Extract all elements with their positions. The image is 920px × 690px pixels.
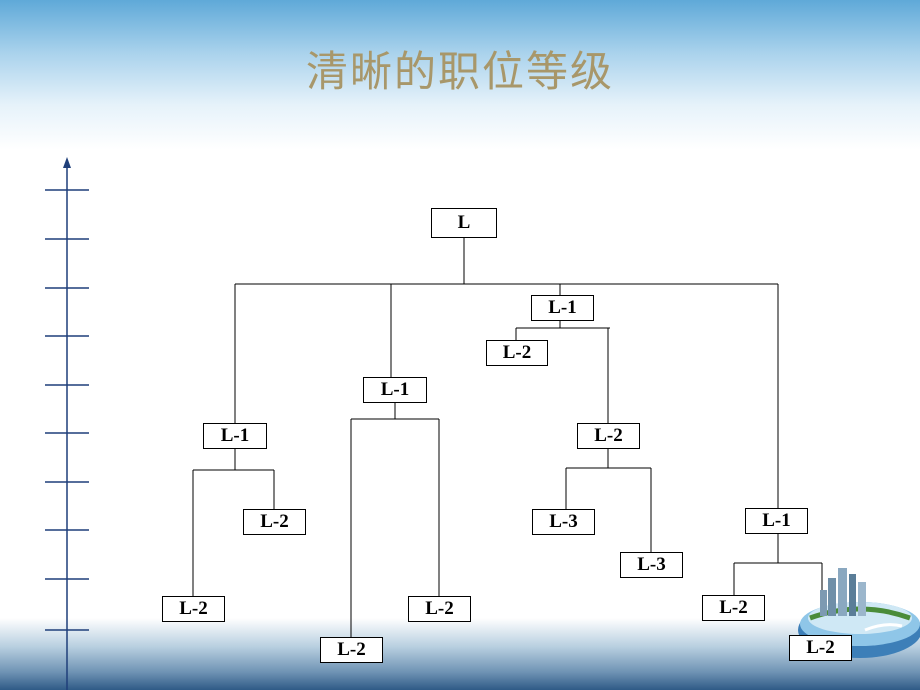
tree-node-l2-c1: L-2: [486, 340, 548, 366]
tree-node-l2-d2: L-2: [789, 635, 852, 661]
tree-node-root: L: [431, 208, 497, 238]
tree-node-l1-b: L-1: [363, 377, 427, 403]
tree-node-l2-b1: L-2: [320, 637, 383, 663]
header-gradient-band: [0, 0, 920, 150]
tree-node-l3-c21: L-3: [532, 509, 595, 535]
tree-node-l2-a2: L-2: [243, 509, 306, 535]
tree-node-l1-c: L-1: [531, 295, 594, 321]
arrow-up-icon: [63, 157, 71, 168]
tree-node-l2-d1: L-2: [702, 595, 765, 621]
tree-node-l2-c2: L-2: [577, 423, 640, 449]
tree-node-l2-a1: L-2: [162, 596, 225, 622]
tree-node-l1-a: L-1: [203, 423, 267, 449]
tree-node-l1-d: L-1: [745, 508, 808, 534]
slide-title: 清晰的职位等级: [305, 47, 614, 96]
vertical-ruler-arrow: [45, 157, 89, 690]
tree-node-l2-b2: L-2: [408, 596, 471, 622]
tree-node-l3-c22: L-3: [620, 552, 683, 578]
footer-gradient-band: [0, 618, 920, 690]
